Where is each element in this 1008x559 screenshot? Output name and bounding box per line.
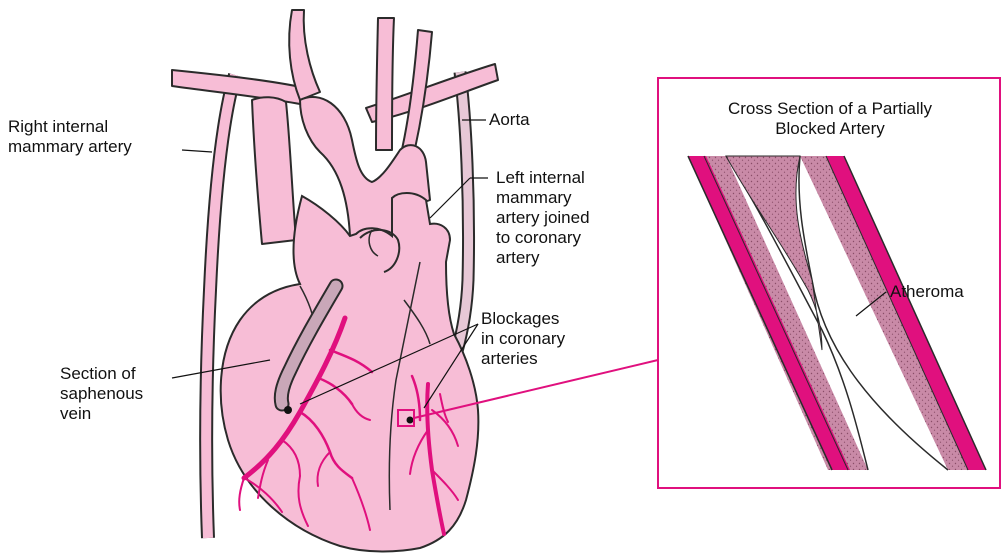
blockage-marker-right <box>407 417 414 424</box>
inset-title: Cross Section of a Partially Blocked Art… <box>700 99 960 139</box>
label-atheroma: Atheroma <box>890 282 964 302</box>
label-left-mammary: Left internal mammary artery joined to c… <box>496 168 590 268</box>
right-internal-mammary-artery <box>206 75 235 538</box>
label-aorta: Aorta <box>489 110 530 130</box>
heart <box>221 193 479 552</box>
blockage-marker-left <box>284 406 292 414</box>
label-right-mammary: Right internal mammary artery <box>8 117 132 157</box>
label-saphenous: Section of saphenous vein <box>60 364 143 424</box>
label-blockages: Blockages in coronary arteries <box>481 309 565 369</box>
